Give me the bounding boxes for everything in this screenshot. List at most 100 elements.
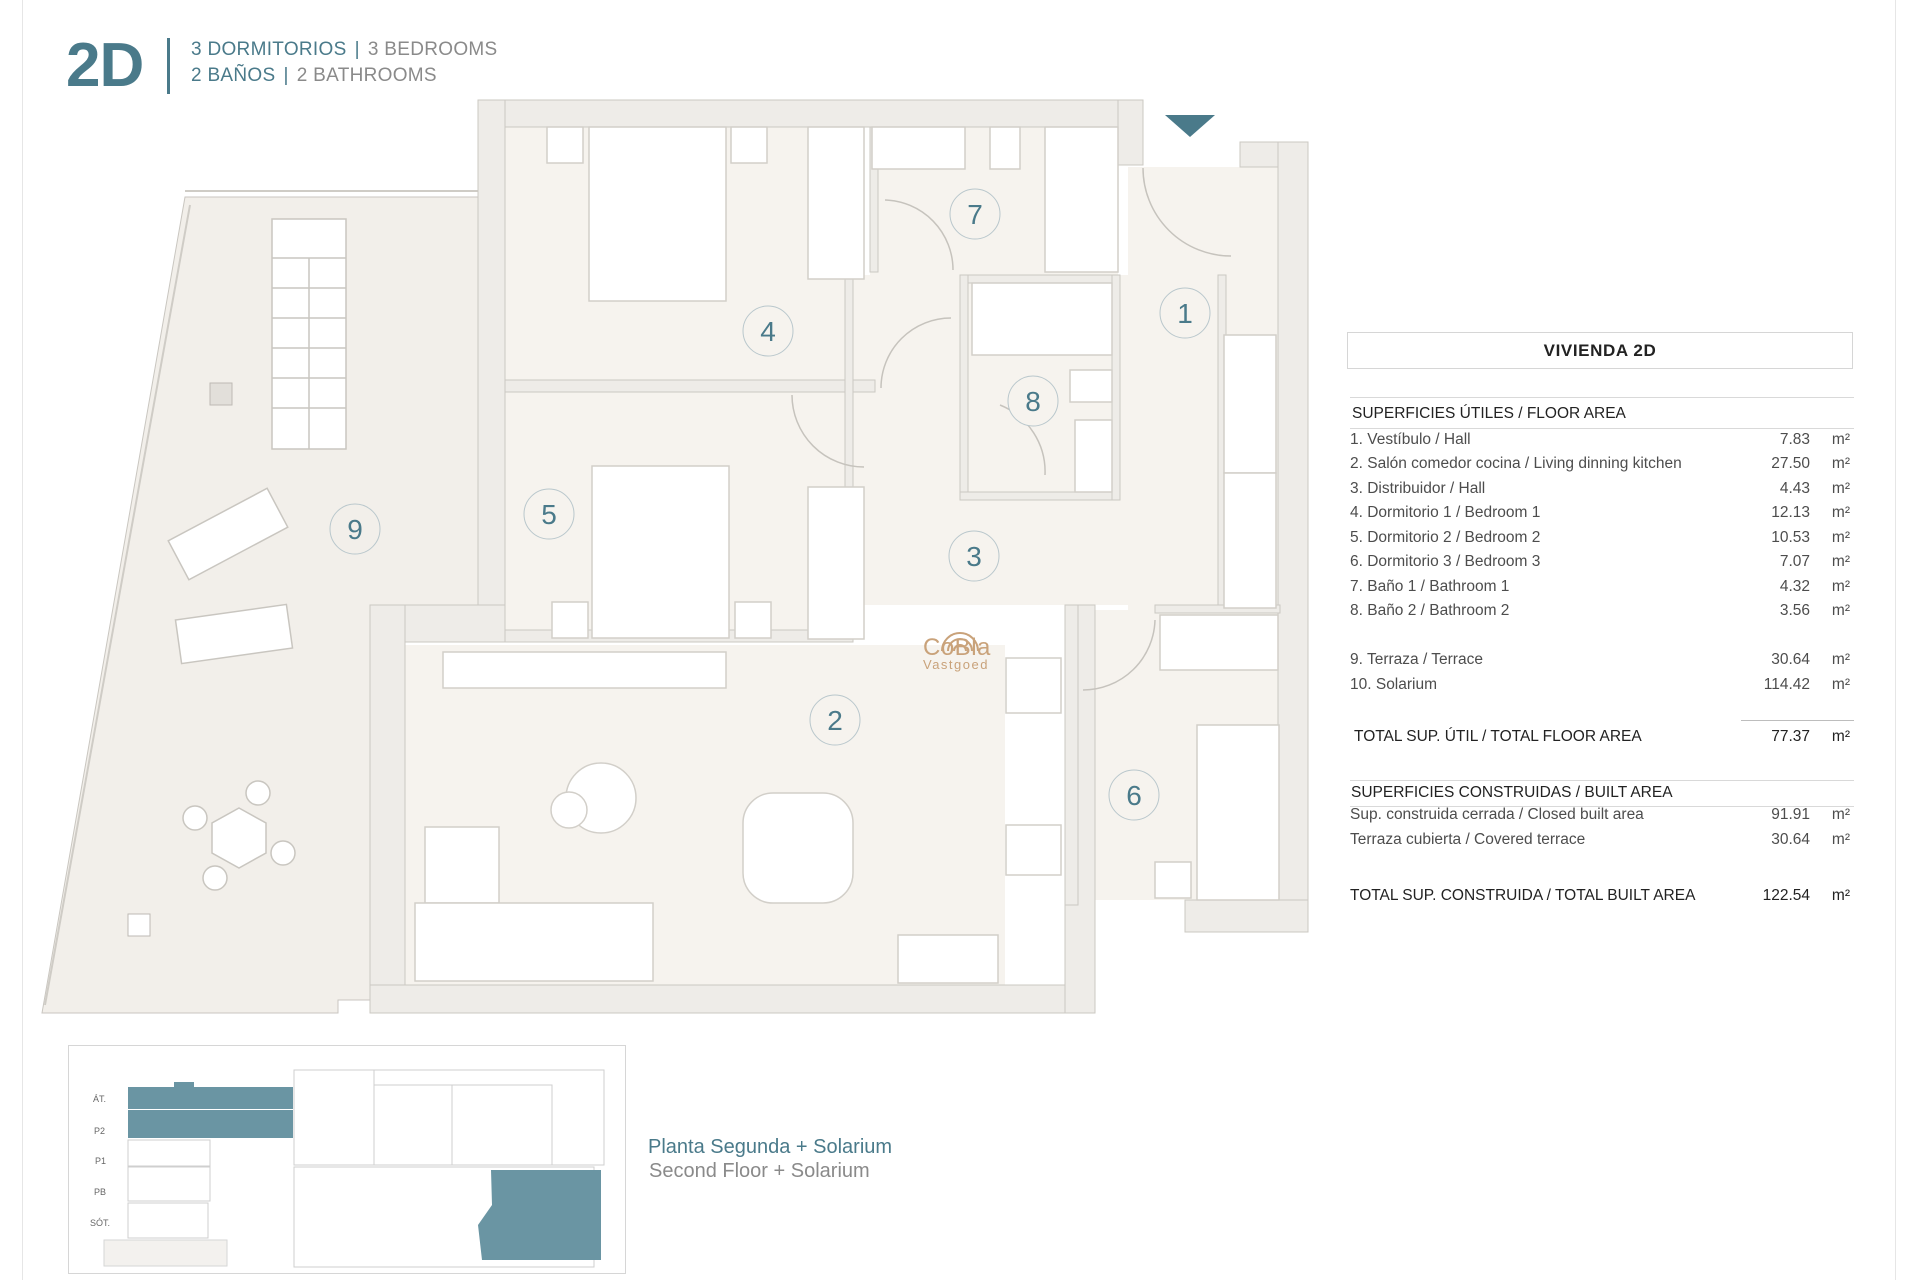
level-label: P1 — [95, 1156, 106, 1166]
row-label: Terraza cubierta / Covered terrace — [1350, 831, 1586, 848]
floor-area-row: 6. Dormitorio 3 / Bedroom 3 7.07 m² — [1350, 553, 1854, 577]
floor-caption-en: Second Floor + Solarium — [649, 1160, 870, 1182]
level-label: SÓT. — [90, 1218, 110, 1228]
floor-area-row: 2. Salón comedor cocina / Living dinning… — [1350, 455, 1854, 479]
living-furniture — [414, 651, 1062, 984]
total-value: 122.54 — [1762, 887, 1810, 904]
terrace-post — [127, 913, 151, 937]
row-unit: m² — [1831, 553, 1850, 570]
bathroom-fixtures — [871, 126, 1119, 493]
row-label: 10. Solarium — [1350, 676, 1438, 693]
bedroom-2-furniture — [551, 465, 865, 640]
built-area-row: Sup. construida cerrada / Closed built a… — [1350, 806, 1854, 830]
outdoor-area-row: 10. Solarium 114.42 m² — [1350, 676, 1854, 700]
room-number-6: 6 — [1126, 780, 1142, 811]
total-floor-area-row: TOTAL SUP. ÚTIL / TOTAL FLOOR AREA 77.37 m… — [1354, 728, 1854, 752]
divider — [1350, 428, 1854, 429]
row-label: 7. Baño 1 / Bathroom 1 — [1350, 578, 1510, 595]
floor-area-row: 8. Baño 2 / Bathroom 2 3.56 m² — [1350, 602, 1854, 626]
built-area-row: Terraza cubierta / Covered terrace 30.64 m… — [1350, 831, 1854, 855]
row-value: 91.91 — [1771, 806, 1810, 823]
bedroom-3-furniture — [1154, 724, 1280, 901]
walls — [369, 99, 1309, 1014]
level-label: PB — [94, 1187, 106, 1197]
row-unit: m² — [1831, 831, 1850, 848]
row-label: 4. Dormitorio 1 / Bedroom 1 — [1350, 504, 1541, 521]
row-label: 8. Baño 2 / Bathroom 2 — [1350, 602, 1510, 619]
divider — [1350, 780, 1854, 781]
row-value: 114.42 — [1763, 676, 1810, 693]
row-unit: m² — [1831, 529, 1850, 546]
terrace-railing — [44, 190, 478, 1006]
row-unit: m² — [1831, 676, 1850, 693]
terrace-column — [209, 382, 233, 406]
row-value: 7.07 — [1779, 553, 1810, 570]
row-label: 6. Dormitorio 3 / Bedroom 3 — [1350, 553, 1541, 570]
row-unit: m² — [1831, 602, 1850, 619]
level-label: P2 — [94, 1126, 105, 1136]
floor-caption-es: Planta Segunda + Solarium — [648, 1136, 893, 1158]
key-plan — [68, 1045, 626, 1274]
highlighted-unit — [478, 1170, 601, 1260]
row-value: 30.64 — [1771, 831, 1810, 848]
room-number-5: 5 — [541, 499, 557, 530]
total-label: TOTAL SUP. ÚTIL / TOTAL FLOOR AREA — [1354, 728, 1642, 745]
bathrooms-line: 2 BAÑOS|2 BATHROOMS — [191, 65, 437, 87]
cobla-logo-icon — [941, 632, 979, 652]
row-value: 27.50 — [1771, 455, 1810, 472]
room-number-1: 1 — [1177, 298, 1193, 329]
row-value: 12.13 — [1771, 504, 1810, 521]
row-label: 1. Vestíbulo / Hall — [1350, 431, 1471, 448]
floor-area-row: 5. Dormitorio 2 / Bedroom 2 10.53 m² — [1350, 529, 1854, 553]
total-unit: m² — [1831, 728, 1850, 745]
row-unit: m² — [1831, 431, 1850, 448]
row-unit: m² — [1831, 806, 1850, 823]
divider — [1741, 720, 1854, 721]
outdoor-table — [182, 780, 296, 891]
bedrooms-line: 3 DORMITORIOS|3 BEDROOMS — [191, 39, 498, 61]
outdoor-area-row: 9. Terraza / Terrace 30.64 m² — [1350, 651, 1854, 675]
logo-wordmark: CoBla — [923, 634, 991, 661]
row-value: 3.56 — [1779, 602, 1810, 619]
unit-code: 2D — [66, 31, 144, 100]
floor-area-row: 7. Baño 1 / Bathroom 1 4.32 m² — [1350, 578, 1854, 602]
row-label: 2. Salón comedor cocina / Living dinning… — [1350, 455, 1682, 472]
row-unit: m² — [1831, 578, 1850, 595]
sun-loungers — [167, 487, 294, 665]
row-unit: m² — [1831, 455, 1850, 472]
bedroom-1-furniture — [546, 126, 865, 302]
logo-subtitle: Vastgoed — [923, 657, 989, 672]
total-value: 77.37 — [1771, 728, 1810, 745]
row-value: 4.32 — [1779, 578, 1810, 595]
row-unit: m² — [1831, 480, 1850, 497]
divider — [1350, 397, 1854, 398]
room-number-2: 2 — [827, 705, 843, 736]
building-section: ÁT. P2 P1 PB SÓT. — [90, 1082, 293, 1267]
total-built-area-row: TOTAL SUP. CONSTRUIDA / TOTAL BUILT AREA… — [1350, 887, 1854, 911]
bathrooms-es: 2 BAÑOS — [191, 65, 276, 86]
level-label: ÁT. — [93, 1094, 106, 1104]
built-area-heading: SUPERFICIES CONSTRUIDAS / BUILT AREA — [1351, 784, 1673, 801]
row-unit: m² — [1831, 651, 1850, 668]
hall-wardrobes — [1159, 334, 1279, 671]
page-right-edge — [1895, 0, 1896, 1280]
row-label: Sup. construida cerrada / Closed built a… — [1350, 806, 1644, 823]
row-label: 5. Dormitorio 2 / Bedroom 2 — [1350, 529, 1541, 546]
separator: | — [283, 65, 289, 86]
bedrooms-es: 3 DORMITORIOS — [191, 39, 347, 60]
room-number-8: 8 — [1025, 386, 1041, 417]
page-left-edge — [22, 0, 23, 1280]
row-unit: m² — [1831, 504, 1850, 521]
row-label: 9. Terraza / Terrace — [1350, 651, 1483, 668]
divider — [1350, 806, 1854, 807]
room-markers: 1 2 3 4 5 6 7 8 9 — [329, 188, 1211, 821]
row-value: 10.53 — [1771, 529, 1810, 546]
stair — [271, 218, 347, 450]
floor-plan: 1 2 3 4 5 6 7 8 9 — [41, 99, 1309, 1014]
key-plan-drawing: ÁT. P2 P1 PB SÓT. — [90, 1069, 605, 1268]
entrance-arrow-icon — [1165, 115, 1215, 137]
floor-area-row: 4. Dormitorio 1 / Bedroom 1 12.13 m² — [1350, 504, 1854, 528]
row-value: 30.64 — [1771, 651, 1810, 668]
